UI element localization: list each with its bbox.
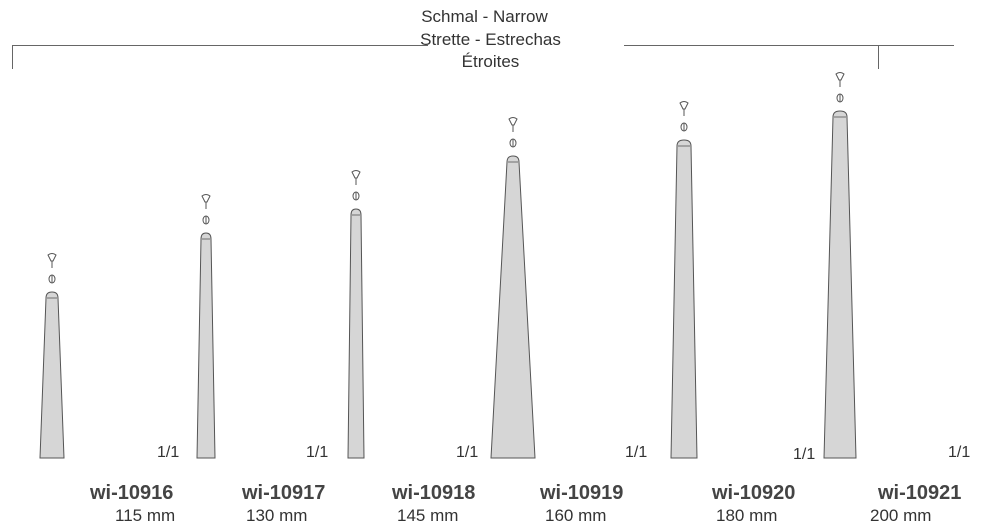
instrument-blade	[670, 139, 698, 459]
product-code: wi-10921	[878, 482, 962, 504]
product-size: 180 mm	[716, 506, 778, 525]
tip-top-view	[679, 101, 689, 110]
scale-label: 1/1	[948, 444, 971, 461]
product-size: 130 mm	[246, 506, 308, 525]
scale-label: 1/1	[157, 444, 180, 461]
bracket-left-tick	[12, 45, 13, 69]
product-code: wi-10920	[712, 482, 796, 504]
instrument-blade	[196, 232, 216, 459]
instrument-blade	[490, 155, 536, 459]
scale-label: 1/1	[793, 446, 816, 463]
tip-top-view	[508, 117, 518, 126]
header-line-3: Étroites	[461, 52, 520, 71]
product-size: 160 mm	[545, 506, 607, 525]
tip-top-view	[835, 72, 845, 81]
scale-label: 1/1	[456, 444, 479, 461]
product-code: wi-10919	[540, 482, 624, 504]
bracket-right-line	[624, 45, 954, 46]
product-size: 200 mm	[870, 506, 932, 525]
tip-top-view	[351, 170, 361, 179]
header-line-2: Strette - Estrechas	[420, 30, 561, 49]
product-code: wi-10916	[90, 482, 174, 504]
tip-top-view	[47, 253, 57, 262]
instrument-blade	[347, 208, 365, 459]
product-size: 115 mm	[115, 506, 176, 525]
bracket-right-tick	[878, 45, 879, 69]
product-code: wi-10917	[242, 482, 326, 504]
scale-label: 1/1	[625, 444, 648, 461]
bracket-left-line	[88, 45, 428, 46]
product-size: 145 mm	[397, 506, 459, 525]
product-code: wi-10918	[392, 482, 476, 504]
instrument-blade	[39, 291, 65, 459]
scale-label: 1/1	[306, 444, 329, 461]
bracket-left-top	[12, 45, 88, 46]
tip-top-view	[201, 194, 211, 203]
instrument-blade	[823, 110, 857, 459]
header-line-1: Schmal - Narrow	[421, 7, 548, 26]
